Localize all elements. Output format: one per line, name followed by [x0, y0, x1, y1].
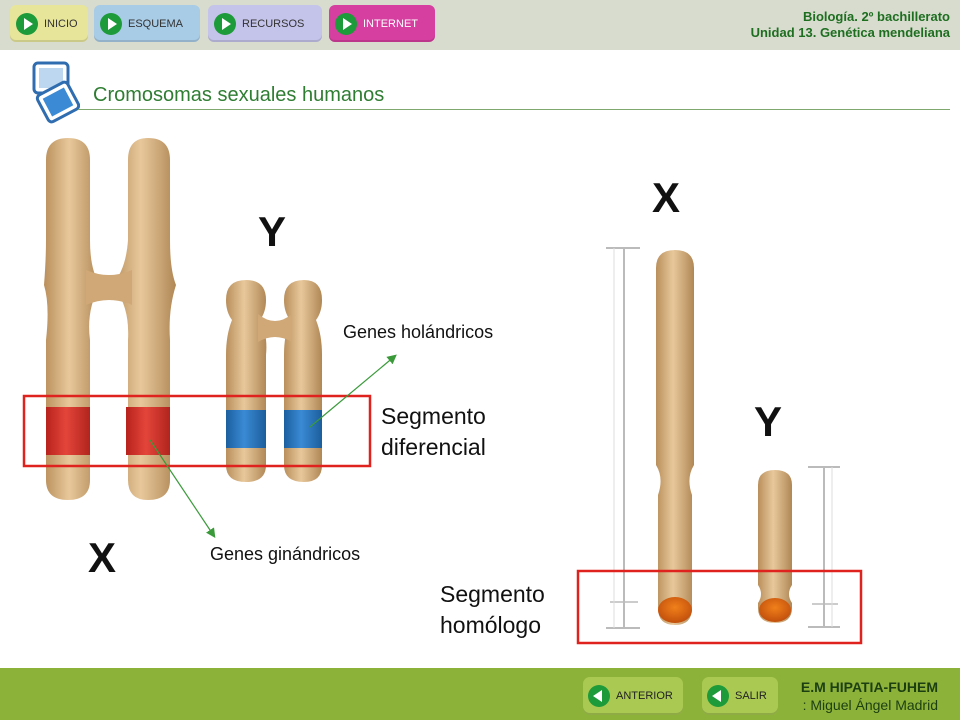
nav-internet-label: INTERNET	[363, 17, 418, 30]
salir-label: SALIR	[735, 690, 767, 702]
blue-band-y-1	[226, 410, 266, 448]
left-y-chromosome	[226, 280, 322, 482]
segmento-homologo-label: Segmento homólogo	[440, 579, 545, 641]
back-arrow-icon	[588, 685, 610, 707]
diagram-svg	[22, 138, 863, 645]
play-arrow-icon	[335, 12, 357, 35]
gynandric-pointer	[149, 439, 216, 538]
play-arrow-icon	[100, 12, 122, 35]
nav-recursos-button[interactable]: RECURSOS	[208, 5, 322, 42]
genes-holandricos-label: Genes holándricos	[343, 322, 494, 342]
credits: E.M HIPATIA-FUHEM : Miguel Ángel Madrid	[801, 678, 938, 714]
bottom-bar	[0, 668, 960, 720]
nav-inicio-button[interactable]: INICIO	[10, 5, 88, 42]
school-name: E.M HIPATIA-FUHEM	[800, 679, 938, 695]
course-header: Biología. 2º bachillerato Unidad 13. Gen…	[751, 9, 950, 41]
genes-ginandricos-label: Genes ginándricos	[210, 544, 361, 564]
segmento-diferencial-line1: Segmento	[381, 403, 486, 429]
segmento-homologo-line2: homólogo	[440, 612, 542, 638]
differential-segment-box	[22, 394, 372, 468]
holandric-pointer	[309, 354, 397, 428]
left-y-label: Y	[258, 208, 287, 255]
back-arrow-icon	[707, 685, 729, 707]
nav-esquema-button[interactable]: ESQUEMA	[94, 5, 200, 42]
left-x-chromosome	[44, 138, 176, 500]
author-name: : Miguel Ángel Madrid	[802, 697, 938, 713]
segmento-diferencial-line2: diferencial	[381, 434, 486, 460]
right-y-chromosome	[758, 466, 840, 628]
homologous-segment-box	[576, 569, 863, 645]
right-x-chromosome	[606, 247, 694, 629]
nav-esquema-label: ESQUEMA	[128, 17, 184, 30]
segmento-diferencial-label: Segmento diferencial	[381, 401, 486, 463]
nav-internet-button[interactable]: INTERNET	[329, 5, 435, 42]
play-arrow-icon	[214, 12, 236, 35]
page-title: Cromosomas sexuales humanos	[93, 84, 385, 106]
title-divider	[78, 109, 950, 110]
blue-band-y-2	[284, 410, 322, 448]
unit-title: Unidad 13. Genética mendeliana	[750, 25, 950, 40]
right-y-label: Y	[754, 398, 783, 445]
left-x-label: X	[88, 534, 117, 581]
sex-chromosomes-diagram: X Y Genes holándricos Segmento diferenci…	[0, 120, 960, 670]
segmento-homologo-line1: Segmento	[440, 581, 545, 607]
play-arrow-icon	[16, 12, 38, 35]
salir-button[interactable]: SALIR	[702, 677, 778, 715]
anterior-label: ANTERIOR	[616, 690, 673, 702]
anterior-button[interactable]: ANTERIOR	[583, 677, 683, 715]
slides-icon	[32, 61, 80, 124]
red-band-left-x-2	[126, 407, 170, 455]
nav-recursos-label: RECURSOS	[242, 17, 305, 30]
red-band-left-x-1	[46, 407, 90, 455]
course-title: Biología. 2º bachillerato	[802, 9, 950, 24]
right-x-label: X	[652, 174, 681, 221]
nav-inicio-label: INICIO	[44, 17, 78, 30]
